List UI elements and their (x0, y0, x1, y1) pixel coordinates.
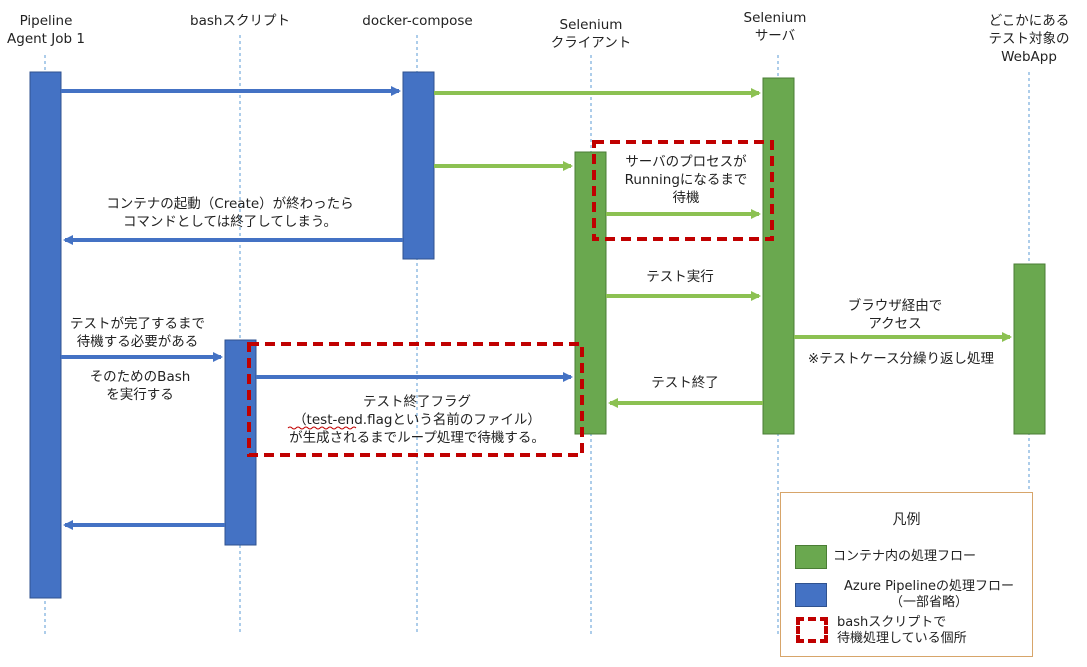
activation-compose (402, 71, 435, 260)
activation-selenium-server (762, 77, 795, 435)
actor-pipeline: Pipeline Agent Job 1 (7, 13, 85, 47)
note-repeat: ※テストケース分繰り返し処理 (807, 351, 995, 367)
note-test-exec: テスト実行 (646, 269, 714, 285)
activation-webapp (1013, 263, 1046, 435)
note-flag-wait: テスト終了フラグ （test-end.flagという名前のファイル） が生成され… (289, 394, 545, 446)
note-run-bash: そのためのBash を実行する (89, 369, 191, 403)
wait-region-selenium (592, 140, 774, 241)
legend-label-bash-wait: bashスクリプトで 待機処理している個所 (837, 615, 967, 646)
legend-swatch-azure (795, 583, 827, 607)
actor-webapp: どこかにある テスト対象の WebApp (988, 13, 1070, 65)
note-test-end: テスト終了 (651, 375, 719, 391)
wait-region-bash (247, 342, 584, 457)
legend-swatch-container (795, 545, 827, 569)
actor-selenium-client: Selenium クライアント (550, 17, 632, 51)
note-via-browser: ブラウザ経由で アクセス (847, 298, 943, 332)
activation-bash (224, 339, 257, 546)
legend-label-container: コンテナ内の処理フロー (833, 549, 977, 564)
activation-pipeline (29, 71, 62, 599)
actor-compose: docker-compose (362, 13, 473, 29)
activation-selenium-client (574, 151, 607, 435)
note-wait-running: サーバのプロセスが Runningになるまで 待機 (624, 154, 748, 206)
note-need-wait: テストが完了するまで 待機する必要がある (70, 316, 205, 350)
legend-title: 凡例 (892, 512, 921, 528)
actor-bash: bashスクリプト (190, 13, 290, 29)
legend: 凡例 コンテナ内の処理フロー Azure Pipelineの処理フロー （一部省… (780, 492, 1033, 657)
note-create-done: コンテナの起動（Create）が終わったら コマンドとしては終了してしまう。 (106, 196, 354, 230)
legend-label-azure: Azure Pipelineの処理フロー （一部省略） (843, 579, 1015, 610)
actor-selenium-server: Selenium サーバ (743, 10, 807, 44)
legend-swatch-bash-wait (796, 617, 828, 643)
spellcheck-underline (287, 426, 357, 430)
